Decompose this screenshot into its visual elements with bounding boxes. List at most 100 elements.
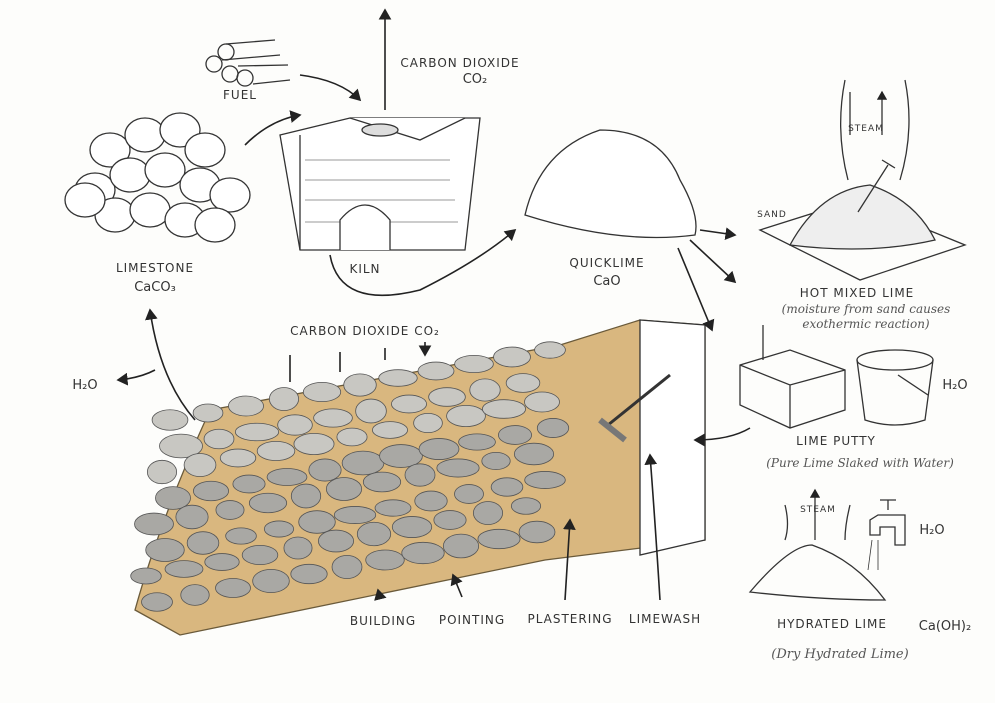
wall-stone xyxy=(180,584,210,606)
wall-stone xyxy=(252,568,290,594)
wall-stone xyxy=(356,521,392,547)
wall-stone xyxy=(228,395,264,417)
wall-stone xyxy=(215,500,245,520)
wall-stone xyxy=(414,490,448,512)
wall-stone xyxy=(290,563,328,585)
limestone-rock xyxy=(129,192,171,228)
limestone-rock xyxy=(194,207,236,243)
wall-stone xyxy=(175,504,209,530)
wall-stone xyxy=(159,433,203,459)
water-tap-icon xyxy=(867,499,906,571)
steam-bottom-label: STEAM xyxy=(800,505,836,515)
wall-stone xyxy=(418,438,460,460)
wall-stone xyxy=(481,399,527,419)
kiln-co2-formula: CO₂ xyxy=(462,72,488,87)
wall-stone xyxy=(510,497,542,515)
wall-stone xyxy=(234,422,280,442)
tap-h2o-label: H₂O xyxy=(919,523,945,538)
wall-stone xyxy=(454,354,494,374)
wall-stone xyxy=(164,560,204,578)
wall-stone xyxy=(513,442,555,466)
hydrated-lime-note: (Dry Hydrated Lime) xyxy=(771,647,909,662)
wall-stone xyxy=(505,373,541,393)
limestone-rock xyxy=(89,132,131,168)
wall-stone xyxy=(277,414,313,436)
wall-stone xyxy=(192,480,230,502)
wall-stone xyxy=(536,418,570,438)
quicklime-formula: CaO xyxy=(593,274,621,289)
quicklime-heap-icon xyxy=(524,129,697,239)
wall-stone xyxy=(325,477,363,501)
wall-stone xyxy=(446,405,486,427)
plastering-label: PLASTERING xyxy=(527,612,613,626)
fuel-logs-icon xyxy=(205,39,291,87)
wall-stone xyxy=(343,373,377,397)
wall-stone xyxy=(379,444,423,468)
limestone-rock xyxy=(124,117,166,153)
building-label: BUILDING xyxy=(349,614,417,628)
wall-stone xyxy=(183,453,217,477)
wall-stone xyxy=(248,492,288,514)
wall-stone xyxy=(266,468,308,486)
lime-putty-tub-icon xyxy=(739,325,846,429)
wall-stone xyxy=(313,408,353,428)
wall-stone xyxy=(355,398,387,424)
process-arrows xyxy=(116,8,751,601)
fuel-label: FUEL xyxy=(223,88,257,102)
limestone-rock xyxy=(144,152,186,188)
wall-stone xyxy=(146,459,178,485)
wall-stone xyxy=(534,341,566,359)
wall-stone xyxy=(203,428,235,450)
wall-stone xyxy=(378,369,418,387)
wall-stone xyxy=(413,412,443,434)
wall-stone xyxy=(290,483,322,509)
wall-stone xyxy=(192,403,224,423)
hot-mixed-note-2: exothermic reaction) xyxy=(802,317,930,331)
hydrated-lime-heap-icon xyxy=(748,488,887,601)
wall-stone xyxy=(331,555,363,579)
wall-stone xyxy=(433,510,467,530)
wall-stone xyxy=(151,409,189,431)
wall-stone xyxy=(317,529,355,553)
wall-stone xyxy=(134,512,174,536)
wall-stone xyxy=(225,527,257,545)
limestone-label: LIMESTONE xyxy=(115,261,195,275)
wall-stone xyxy=(241,544,279,566)
left-h2o-label: H₂O xyxy=(72,378,98,393)
wall-stone xyxy=(493,346,531,368)
wall-stone xyxy=(283,536,313,560)
limestone-rock xyxy=(184,132,226,168)
wall-stone xyxy=(341,450,385,476)
wall-stone xyxy=(442,533,480,559)
wall-stone xyxy=(524,391,560,413)
wall-stone xyxy=(469,378,501,402)
wall-stone xyxy=(391,394,427,414)
quicklime-label: QUICKLIME xyxy=(569,256,645,270)
wall-stone xyxy=(371,421,409,439)
bucket-icon xyxy=(856,349,934,426)
wall-stone xyxy=(490,477,524,497)
limestone-formula: CaCO₃ xyxy=(134,280,176,295)
wall-stone xyxy=(145,538,185,562)
wall-stone xyxy=(481,451,511,471)
wall-stone xyxy=(404,463,436,487)
wall-stone xyxy=(204,553,240,571)
hydrated-lime-formula: Ca(OH)₂ xyxy=(918,619,972,634)
limewash-label: LIMEWASH xyxy=(628,612,702,626)
hydrated-lime-label: HYDRATED LIME xyxy=(777,617,887,631)
limestone-rock xyxy=(109,157,151,193)
limestone-rock xyxy=(64,182,106,218)
stone-wall-icon xyxy=(130,319,706,636)
wall-stone xyxy=(302,381,342,403)
wall-stone xyxy=(417,361,455,381)
wall-stone xyxy=(256,440,296,462)
sand-label: SAND xyxy=(757,210,787,220)
wall-stone xyxy=(458,433,496,451)
wall-stone xyxy=(293,432,335,456)
kiln-icon xyxy=(279,117,481,251)
wall-stone xyxy=(401,541,445,565)
wall-stone xyxy=(365,549,405,571)
wall-stone xyxy=(428,387,466,407)
wall-stone xyxy=(524,471,566,489)
